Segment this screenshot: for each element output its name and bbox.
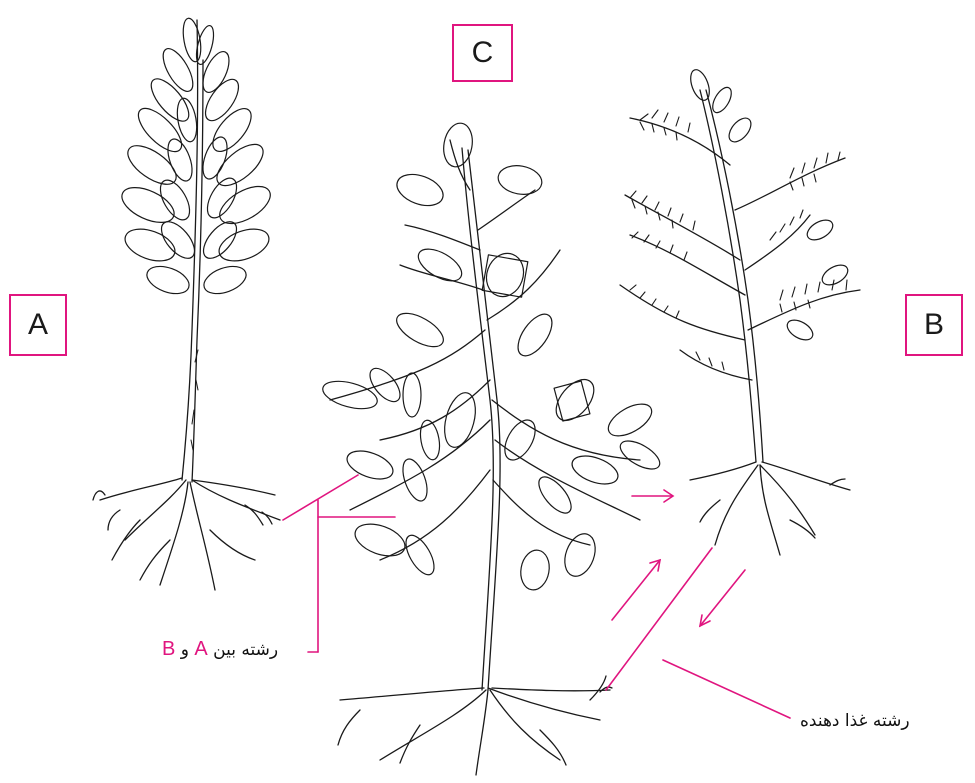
ab-strand-caption: رشته بین A و B: [162, 638, 278, 661]
label-b-box: B: [905, 294, 963, 356]
flow-arrow-c-to-b: [632, 490, 673, 502]
label-c-box: C: [452, 24, 513, 82]
ab-strand-text: رشته بین: [213, 640, 278, 660]
label-a-box: A: [9, 294, 67, 356]
flow-arrow-down: [700, 570, 745, 626]
ab-strand-pointer: [283, 475, 395, 652]
label-b: B: [924, 308, 944, 342]
ab-strand-mark-a: A: [194, 638, 207, 660]
ab-strand-mark-b: B: [162, 638, 175, 660]
label-a: A: [28, 308, 48, 342]
plant-a-drawing: [93, 17, 280, 590]
ab-strand-conj: و: [181, 640, 189, 660]
feeding-strand-caption: رشته غذا دهنده: [800, 711, 910, 731]
flow-arrow-up: [612, 560, 660, 620]
plant-b-drawing: [620, 67, 860, 555]
feeding-strand-pointer: [606, 548, 790, 718]
label-c: C: [472, 36, 494, 70]
plant-c-drawing: [320, 121, 664, 775]
